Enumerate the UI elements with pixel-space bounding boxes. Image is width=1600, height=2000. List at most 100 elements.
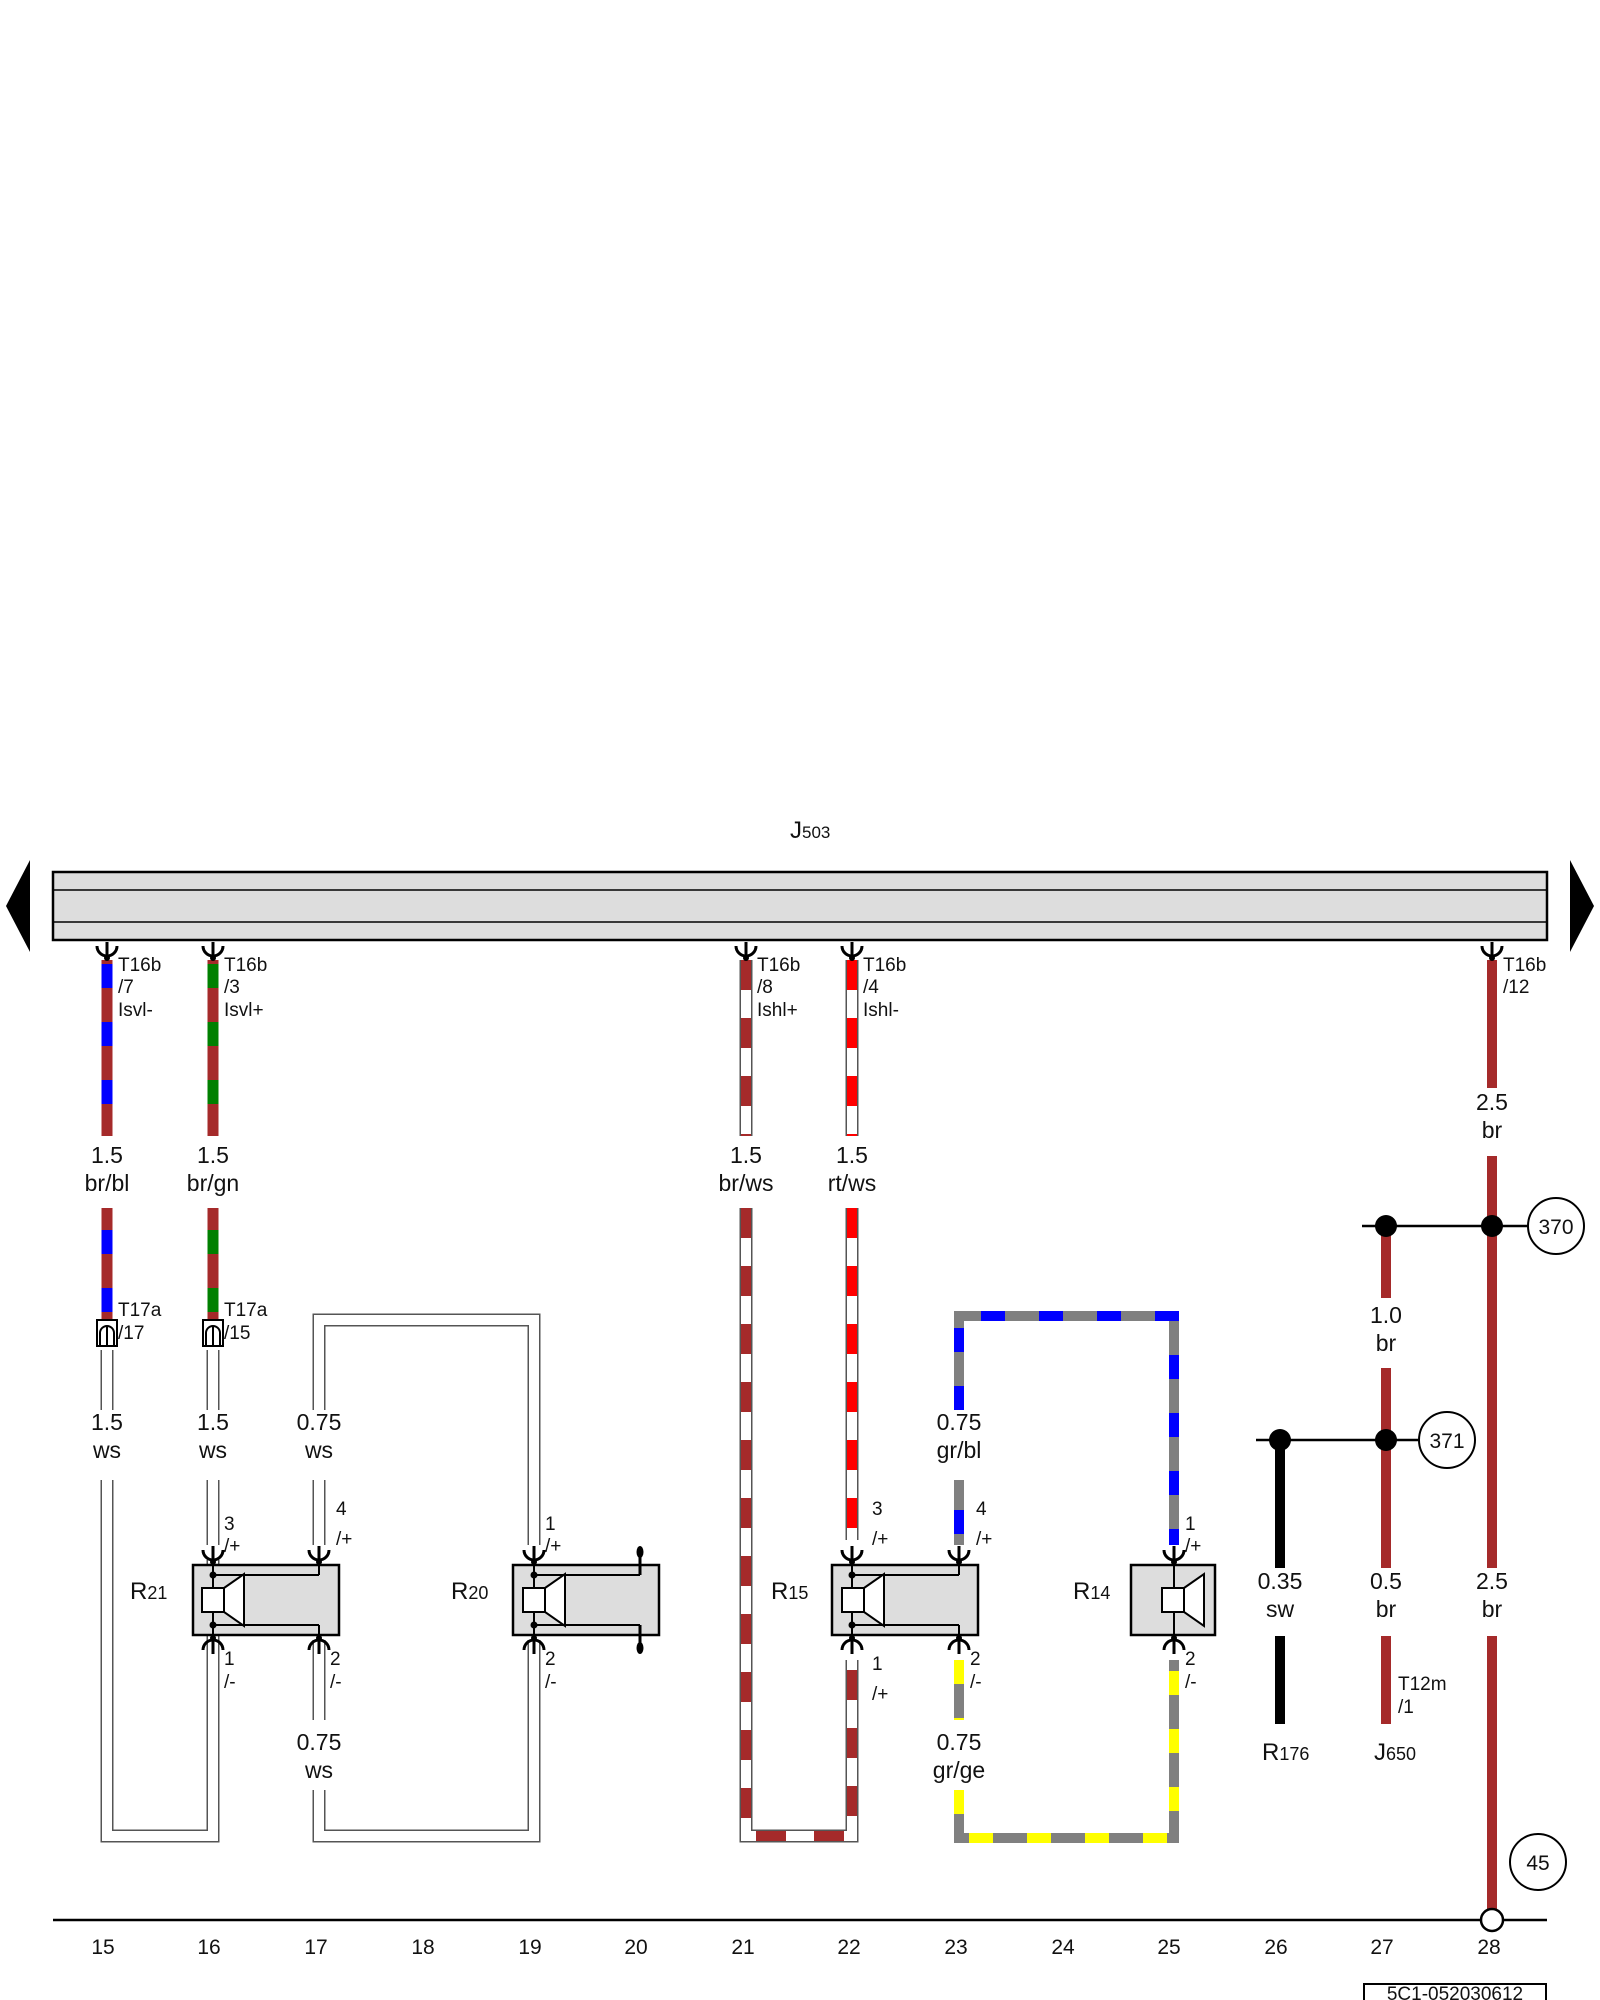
- connector-t17a-15: T17a /15: [202, 1300, 268, 1347]
- svg-text:/-: /-: [224, 1672, 236, 1693]
- column-numbers: 15 16 17 18 19 20 21 22 23 24 25 26 27 2…: [91, 1936, 1500, 1959]
- svg-text:45: 45: [1526, 1852, 1549, 1875]
- wire-label-28b: 2.5br: [1476, 1568, 1508, 1622]
- svg-text:0.75: 0.75: [937, 1409, 982, 1435]
- svg-text:4: 4: [336, 1499, 347, 1520]
- reference-371[interactable]: 371: [1418, 1411, 1476, 1469]
- svg-text:gr/bl: gr/bl: [937, 1437, 982, 1463]
- svg-text:0.75: 0.75: [297, 1409, 342, 1435]
- pin-symbol-21: [734, 940, 758, 963]
- svg-text:Ishl-: Ishl-: [863, 1000, 899, 1021]
- wire-label-16a: 1.5br/gn: [187, 1142, 239, 1196]
- svg-text:15: 15: [91, 1936, 114, 1959]
- svg-text:3: 3: [872, 1499, 883, 1520]
- pin-r14-1: [1162, 1544, 1186, 1567]
- terminal-r21-3: 3/+: [224, 1514, 240, 1557]
- svg-text:16: 16: [197, 1936, 220, 1959]
- svg-text:1.0: 1.0: [1370, 1302, 1402, 1328]
- terminal-r20-2: 2/-: [545, 1649, 557, 1693]
- svg-text:18: 18: [411, 1936, 434, 1959]
- wire-label-21a: 1.5br/ws: [719, 1142, 774, 1196]
- svg-text:1.5: 1.5: [730, 1142, 762, 1168]
- svg-text:28: 28: [1477, 1936, 1500, 1959]
- speaker-r21-label: R21: [130, 1578, 167, 1605]
- speaker-r21[interactable]: [191, 1563, 341, 1637]
- speaker-r15[interactable]: [830, 1563, 980, 1637]
- svg-text:ws: ws: [304, 1757, 333, 1783]
- svg-text:/+: /+: [976, 1529, 992, 1550]
- control-unit-label: J503: [790, 817, 830, 844]
- speaker-r20[interactable]: [511, 1546, 661, 1654]
- svg-text:/+: /+: [224, 1536, 240, 1557]
- pin-r21-2: [307, 1633, 331, 1656]
- svg-text:/+: /+: [336, 1529, 352, 1550]
- svg-text:ws: ws: [198, 1437, 227, 1463]
- wire-label-15a: 1.5br/bl: [85, 1142, 130, 1196]
- svg-text:1.5: 1.5: [836, 1142, 868, 1168]
- pin-label-21: T16b /8 Ishl+: [757, 955, 800, 1021]
- wire-label-27b: 0.5br: [1370, 1568, 1402, 1622]
- svg-text:/8: /8: [757, 977, 773, 998]
- wire-gr-bl-loop: [954, 1311, 1179, 1545]
- pin-symbol-28: [1480, 940, 1504, 963]
- svg-text:br/gn: br/gn: [187, 1170, 239, 1196]
- wire-label-15b: 1.5ws: [91, 1409, 123, 1463]
- svg-text:br: br: [1376, 1330, 1397, 1356]
- page-prev-arrow-icon[interactable]: [6, 860, 30, 952]
- pin-label-15: T16b /7 Isvl-: [118, 955, 161, 1021]
- svg-text:/4: /4: [863, 977, 879, 998]
- svg-text:T16b: T16b: [1503, 955, 1546, 976]
- wire-gr-ge-loop: [954, 1660, 1179, 1843]
- svg-text:370: 370: [1538, 1216, 1573, 1239]
- svg-text:Ishl+: Ishl+: [757, 1000, 798, 1021]
- component-r176-label: R176: [1262, 1739, 1309, 1766]
- svg-text:0.75: 0.75: [297, 1729, 342, 1755]
- ground-terminal: [1479, 1907, 1505, 1933]
- svg-text:21: 21: [731, 1936, 754, 1959]
- terminal-r15-2: 2/-: [970, 1649, 982, 1693]
- svg-text:/3: /3: [224, 977, 240, 998]
- svg-text:/-: /-: [545, 1672, 557, 1693]
- svg-text:1.5: 1.5: [197, 1409, 229, 1435]
- svg-text:/+: /+: [545, 1536, 561, 1557]
- reference-370[interactable]: 370: [1527, 1197, 1585, 1255]
- svg-text:br: br: [1482, 1596, 1503, 1622]
- svg-text:/1: /1: [1398, 1697, 1414, 1718]
- svg-text:22: 22: [837, 1936, 860, 1959]
- svg-text:/12: /12: [1503, 977, 1529, 998]
- connector-t17a-17: T17a /17: [96, 1300, 162, 1347]
- svg-text:1.5: 1.5: [91, 1409, 123, 1435]
- junction-dots: [1269, 1215, 1503, 1451]
- page-next-arrow-icon[interactable]: [1570, 860, 1594, 952]
- terminal-r14-1: 1/+: [1185, 1514, 1201, 1557]
- svg-text:1.5: 1.5: [197, 1142, 229, 1168]
- svg-text:2.5: 2.5: [1476, 1089, 1508, 1115]
- svg-text:24: 24: [1051, 1936, 1075, 1959]
- terminal-r21-4: 4 /+: [336, 1499, 352, 1550]
- control-unit-j503: [6, 860, 1594, 952]
- svg-text:2.5: 2.5: [1476, 1568, 1508, 1594]
- terminal-r20-1: 1/+: [545, 1514, 561, 1557]
- pin-r21-4: [307, 1544, 331, 1567]
- pin-label-16: T16b /3 Isvl+: [224, 955, 267, 1021]
- svg-text:/+: /+: [872, 1529, 888, 1550]
- reference-45[interactable]: 45: [1509, 1833, 1567, 1891]
- svg-text:2: 2: [330, 1649, 341, 1670]
- svg-text:2: 2: [1185, 1649, 1196, 1670]
- terminal-r21-2: 2/-: [330, 1649, 342, 1693]
- svg-text:0.5: 0.5: [1370, 1568, 1402, 1594]
- pin-symbol-22: [840, 940, 864, 963]
- pin-r21-1: [201, 1633, 225, 1656]
- svg-text:T17a: T17a: [118, 1300, 162, 1321]
- speaker-r14[interactable]: [1129, 1563, 1217, 1637]
- diagram-code: 5C1-052030612: [1363, 1983, 1547, 2000]
- wire-label-16b: 1.5ws: [197, 1409, 229, 1463]
- wire-ws-loop-17-19: [312, 1313, 541, 1843]
- terminal-r15-3: 3 /+: [872, 1499, 888, 1550]
- pin-r15-1: [840, 1633, 864, 1656]
- pin-r15-4: [947, 1544, 971, 1567]
